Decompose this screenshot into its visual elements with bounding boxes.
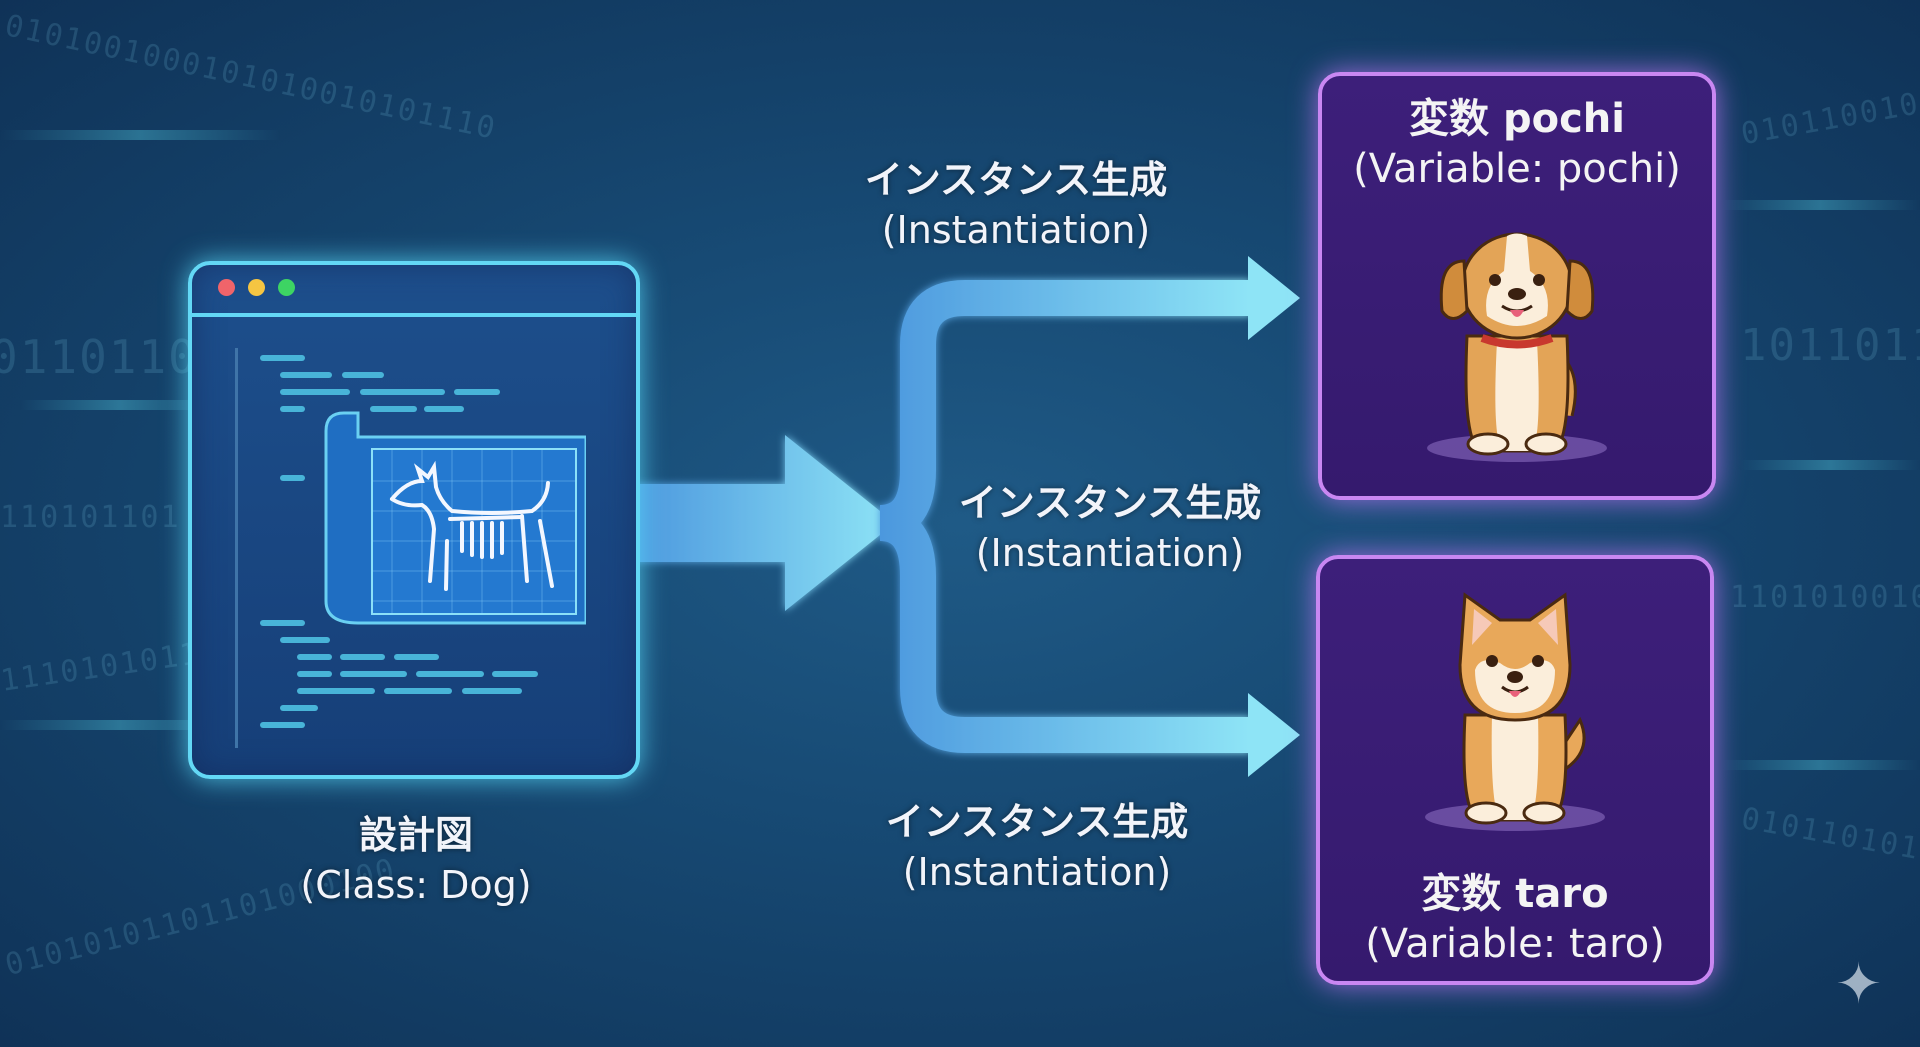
sparkle-icon: ✦ bbox=[1835, 952, 1882, 1017]
instantiation-label-bottom: インスタンス生成 (Instantiation) bbox=[837, 797, 1237, 897]
instantiation-label-jp: インスタンス生成 bbox=[958, 481, 1262, 525]
class-label-en: (Class: Dog) bbox=[300, 863, 532, 907]
shiba-taro-icon bbox=[1425, 592, 1605, 831]
instantiation-label-top: インスタンス生成 (Instantiation) bbox=[816, 155, 1216, 255]
instance-title: 変数 pochi bbox=[1409, 96, 1625, 142]
maximize-dot-icon bbox=[278, 279, 295, 296]
class-label-jp: 設計図 bbox=[358, 813, 473, 857]
instance-card-taro: 変数 taro (Variable: taro) bbox=[1316, 555, 1714, 985]
minimize-dot-icon bbox=[248, 279, 265, 296]
instantiation-label-jp: インスタンス生成 bbox=[864, 158, 1168, 202]
instance-card-pochi: 変数 pochi (Variable: pochi) bbox=[1318, 72, 1716, 500]
arrow-head-top bbox=[1248, 256, 1300, 340]
instantiation-label-en: (Instantiation) bbox=[902, 850, 1172, 894]
close-dot-icon bbox=[218, 279, 235, 296]
window-titlebar bbox=[192, 265, 636, 317]
class-blueprint-window bbox=[188, 261, 640, 779]
instance-title: 変数 taro bbox=[1421, 871, 1609, 917]
instantiation-label-en: (Instantiation) bbox=[975, 531, 1245, 575]
class-label: 設計図 (Class: Dog) bbox=[236, 810, 596, 910]
dog-blueprint-icon bbox=[324, 411, 586, 625]
code-gutter bbox=[235, 348, 238, 748]
branch-arrows bbox=[878, 280, 1250, 753]
main-arrow bbox=[633, 435, 895, 611]
instantiation-label-en: (Instantiation) bbox=[881, 208, 1151, 252]
puppy-pochi-icon bbox=[1427, 232, 1607, 462]
arrow-head-bottom bbox=[1248, 693, 1300, 777]
instantiation-label-middle: インスタンス生成 (Instantiation) bbox=[910, 478, 1310, 578]
instance-subtitle: (Variable: pochi) bbox=[1353, 146, 1681, 192]
instance-subtitle: (Variable: taro) bbox=[1365, 921, 1665, 967]
instantiation-label-jp: インスタンス生成 bbox=[885, 800, 1189, 844]
